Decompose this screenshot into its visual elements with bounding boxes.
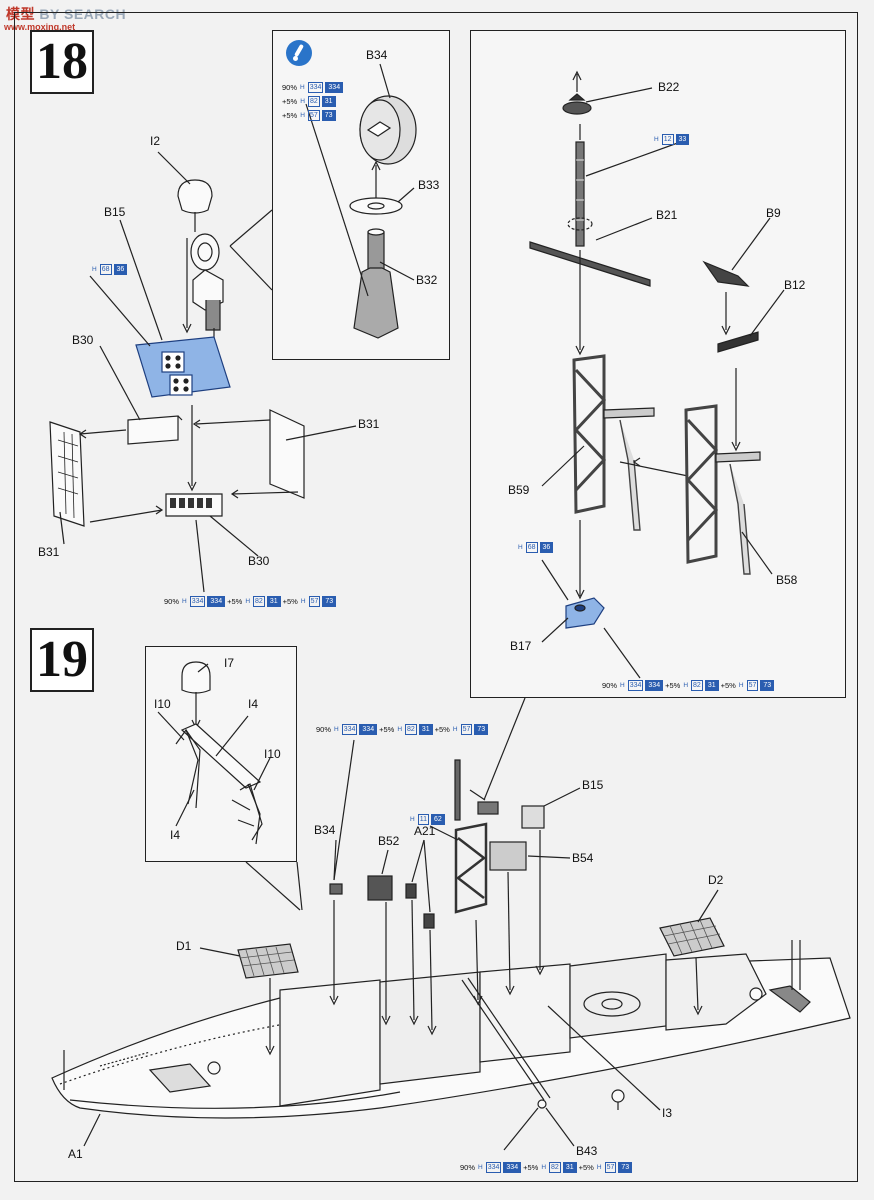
part-label-i7: I7 [224, 656, 235, 670]
part-label-b9: B9 [766, 206, 781, 220]
part-label-i3: I3 [662, 1106, 673, 1120]
part-label-i4-top: I4 [248, 697, 259, 711]
step-18-number: 18 [30, 30, 94, 94]
part-label-b33: B33 [418, 178, 440, 192]
part-label-b52: B52 [378, 834, 400, 848]
step-19-number: 19 [30, 628, 94, 692]
part-label-b58: B58 [776, 573, 798, 587]
watermark-url: www.moxing.net [4, 22, 76, 32]
part-label-i2: I2 [150, 134, 161, 148]
part-label-b59: B59 [508, 483, 530, 497]
part-label-b43: B43 [576, 1144, 598, 1158]
part-label-b31-right: B31 [358, 417, 380, 431]
part-label-d2: D2 [708, 873, 724, 887]
part-label-b12: B12 [784, 278, 806, 292]
part-label-i10-left: I10 [154, 697, 171, 711]
watermark-logo: 模型 BY SEARCH [6, 6, 127, 22]
part-label-b54: B54 [572, 851, 594, 865]
part-label-b21: B21 [656, 208, 678, 222]
part-label-b15-ship: B15 [582, 778, 604, 792]
part-label-b17: B17 [510, 639, 532, 653]
part-label-d1: D1 [176, 939, 192, 953]
page-frame [14, 12, 858, 1182]
part-label-b34-inset: B34 [366, 48, 388, 62]
inset-mast-assembly [470, 30, 846, 698]
part-label-i10-right: I10 [264, 747, 281, 761]
part-label-a1: A1 [68, 1147, 83, 1161]
part-label-b32: B32 [416, 273, 438, 287]
part-label-b30-top: B30 [72, 333, 94, 347]
part-label-b22: B22 [658, 80, 680, 94]
part-label-i4-bottom: I4 [170, 828, 181, 842]
part-label-b30-bottom: B30 [248, 554, 270, 568]
part-label-b15: B15 [104, 205, 126, 219]
part-label-b34: B34 [314, 823, 336, 837]
part-label-a21: A21 [414, 824, 436, 838]
paint-brush-icon [286, 40, 312, 66]
part-label-b31-left: B31 [38, 545, 60, 559]
